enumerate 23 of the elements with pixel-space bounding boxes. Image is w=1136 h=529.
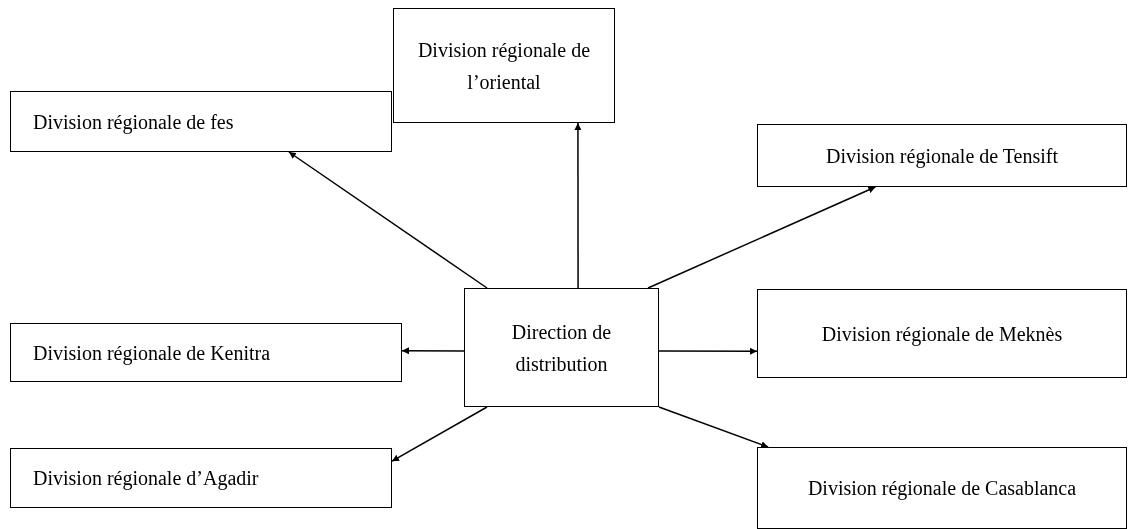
arrow: [288, 151, 488, 289]
box-label: Division régionale d’Agadir: [33, 466, 259, 492]
box-label: Division régionale de Kenitra: [33, 340, 271, 367]
division-box: [464, 288, 659, 407]
division-box: [10, 448, 392, 508]
division-box: [393, 8, 615, 123]
box-label: Division régionale de Tensift: [825, 143, 1059, 170]
arrow: [574, 122, 582, 289]
division-box: [757, 289, 1127, 378]
arrow: [391, 406, 488, 462]
arrow: [658, 347, 758, 355]
division-box: [757, 124, 1127, 187]
box-label: Division régionale de l’oriental: [416, 37, 592, 95]
division-box: [10, 91, 392, 152]
box-label: Division régionale de fes: [33, 109, 234, 136]
box-label: Direction de distribution: [510, 319, 613, 377]
division-box: [10, 323, 402, 382]
division-box: [757, 447, 1127, 529]
arrow: [647, 186, 877, 289]
box-label: Division régionale de Casablanca: [807, 476, 1077, 502]
arrow: [401, 347, 465, 355]
box-label: Division régionale de Meknès: [821, 321, 1063, 348]
arrow: [658, 406, 769, 448]
